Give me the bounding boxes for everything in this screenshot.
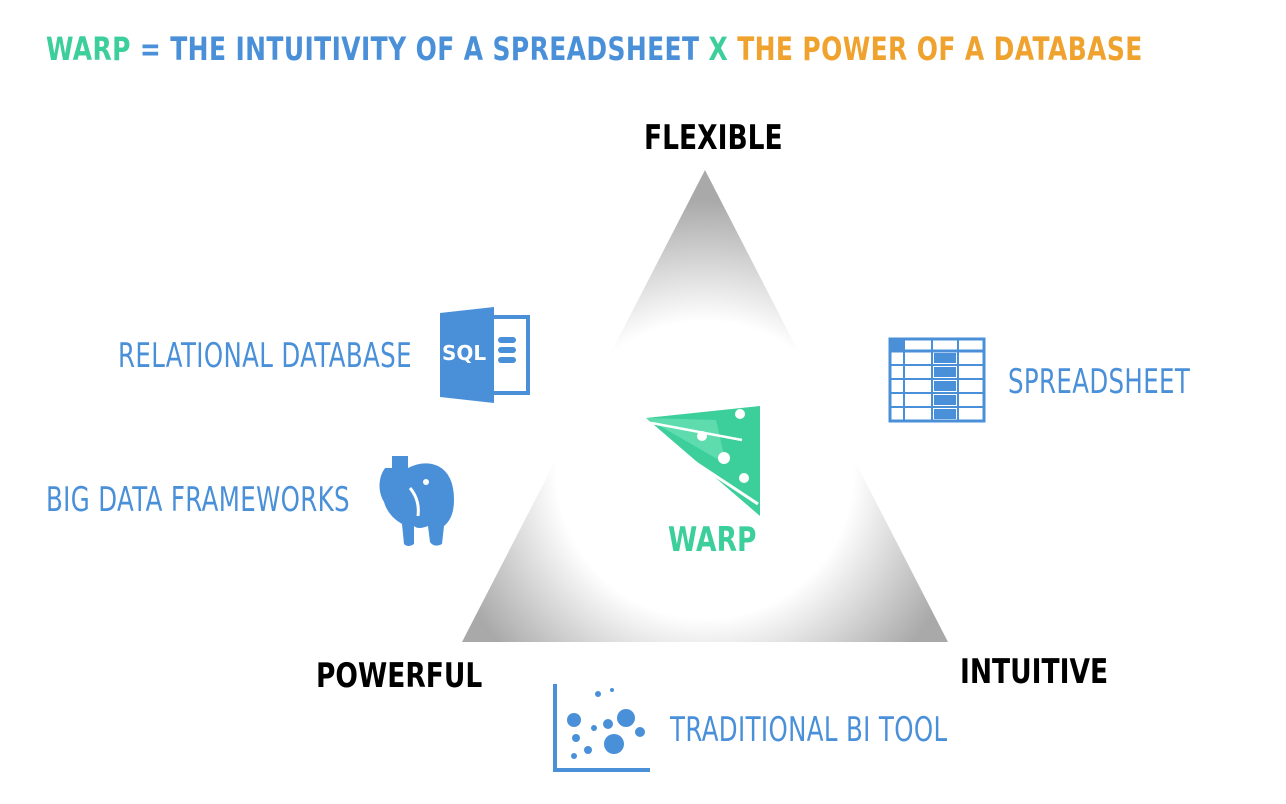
big-data-frameworks-label: BIG DATA FRAMEWORKS (46, 480, 350, 520)
spreadsheet-grid-icon (888, 337, 986, 423)
traditional-bi-tool-label: TRADITIONAL BI TOOL (670, 710, 948, 750)
headline: WARP = THE INTUITIVITY OF A SPREADSHEET … (46, 30, 1143, 68)
corner-flexible: FLEXIBLE (644, 118, 783, 158)
headline-power: THE POWER OF A DATABASE (737, 30, 1143, 68)
corner-powerful: POWERFUL (316, 656, 483, 696)
headline-intuitivity: = THE INTUITIVITY OF A SPREADSHEET (130, 30, 709, 68)
relational-database-label: RELATIONAL DATABASE (118, 336, 412, 376)
elephant-icon (379, 456, 454, 546)
warp-logo-icon (646, 406, 760, 516)
corner-intuitive: INTUITIVE (960, 652, 1109, 692)
headline-x: X (708, 30, 738, 68)
triangle-shape (462, 170, 948, 642)
headline-warp: WARP (46, 30, 131, 68)
spreadsheet-label: SPREADSHEET (1008, 362, 1191, 402)
center-warp-label: WARP (668, 520, 757, 560)
sql-icon-text: SQL (442, 341, 487, 365)
scatter-chart-icon (553, 684, 650, 772)
sql-file-icon: SQL (438, 307, 530, 403)
